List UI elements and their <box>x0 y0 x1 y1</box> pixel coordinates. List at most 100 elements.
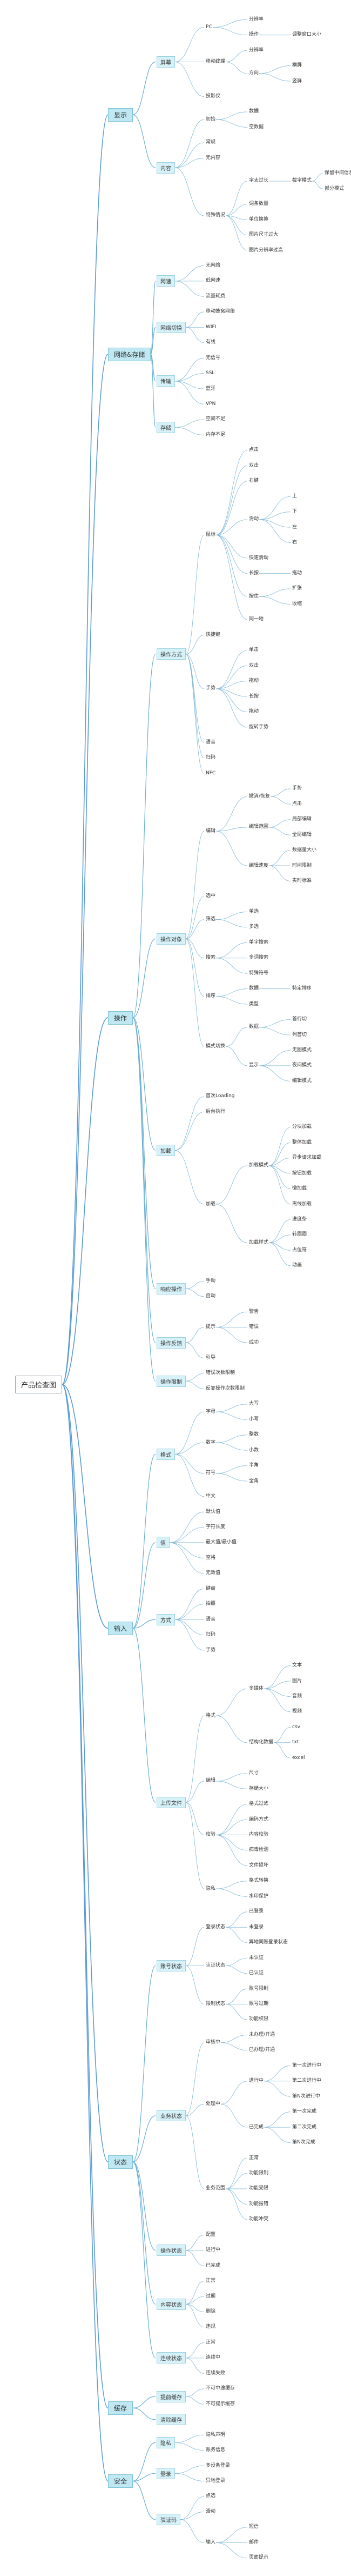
leaf-node-b2-2-2-0-0[interactable]: 分块加载 <box>292 1124 312 1130</box>
leaf-node-b3-2-2[interactable]: 语音 <box>206 1616 216 1622</box>
leaf-node-b3-0-2[interactable]: 符号 <box>206 1470 216 1476</box>
leaf-node-b3-1-4[interactable]: 无效值 <box>206 1570 221 1576</box>
leaf-node-b0-1-0-1[interactable]: 空数据 <box>249 124 264 130</box>
topic-node-b0-1[interactable]: 内容 <box>157 162 175 174</box>
leaf-node-b3-3-0[interactable]: 格式 <box>206 1712 216 1718</box>
leaf-node-b2-1-5-1[interactable]: 显示 <box>249 1063 259 1068</box>
leaf-node-b2-2-2-0-5[interactable]: 离线加载 <box>292 1201 312 1207</box>
leaf-node-b0-1-3-0-0[interactable]: 截字模式 <box>292 178 312 184</box>
leaf-node-b3-3-1-1[interactable]: 存储大小 <box>249 1785 269 1791</box>
leaf-node-b1-0-1[interactable]: 低网速 <box>206 278 221 284</box>
leaf-node-b1-3-0[interactable]: 空间不足 <box>206 416 226 422</box>
leaf-node-b2-0-0-3-3[interactable]: 右 <box>292 540 298 546</box>
leaf-node-b2-4-1[interactable]: 引导 <box>206 1355 216 1361</box>
topic-node-b6-1[interactable]: 登录 <box>157 2467 175 2479</box>
topic-node-b3-0[interactable]: 格式 <box>157 1448 175 1460</box>
branch-node-b5[interactable]: 缓存 <box>108 2401 133 2415</box>
leaf-node-b0-1-3-1[interactable]: 词条数量 <box>249 201 269 207</box>
topic-node-b2-4[interactable]: 操作反馈 <box>157 1337 186 1349</box>
leaf-node-b6-0-0[interactable]: 隐私声明 <box>206 2432 226 2438</box>
leaf-node-b0-1-3-2[interactable]: 单位换算 <box>249 216 269 222</box>
leaf-node-b3-3-0-0-3[interactable]: 视频 <box>292 1709 302 1715</box>
leaf-node-b3-2-4[interactable]: 手势 <box>206 1647 216 1653</box>
branch-node-b6[interactable]: 安全 <box>108 2474 133 2488</box>
branch-node-b4[interactable]: 状态 <box>108 2155 133 2169</box>
leaf-node-b2-1-0-2-0[interactable]: 数据量大小 <box>292 847 317 853</box>
leaf-node-b0-0-1-0[interactable]: 分辨率 <box>249 47 264 53</box>
leaf-node-b4-4-0[interactable]: 正常 <box>206 2339 216 2345</box>
leaf-node-b3-3-0-0[interactable]: 多媒体 <box>249 1685 264 1691</box>
leaf-node-b2-2-2-0[interactable]: 加载模式 <box>249 1163 269 1169</box>
leaf-node-b4-0-0-2[interactable]: 异地同账登录状态 <box>249 1940 288 1946</box>
leaf-node-b3-2-0[interactable]: 键盘 <box>206 1585 216 1591</box>
leaf-node-b2-0-0-5[interactable]: 长按 <box>249 570 259 576</box>
leaf-node-b4-0-1[interactable]: 认证状态 <box>206 1962 226 1968</box>
leaf-node-b2-2-2[interactable]: 加载 <box>206 1201 216 1207</box>
leaf-node-b4-0-2-0[interactable]: 账号限制 <box>249 1986 269 1991</box>
leaf-node-b4-0-0-1[interactable]: 未登录 <box>249 1924 264 1930</box>
leaf-node-b2-1-0-0-1[interactable]: 点击 <box>292 801 302 807</box>
leaf-node-b3-3-3-1[interactable]: 水印保护 <box>249 1893 269 1899</box>
branch-node-b2[interactable]: 操作 <box>108 1011 133 1025</box>
leaf-node-b2-0-2[interactable]: 手势 <box>206 686 216 692</box>
leaf-node-b3-0-3[interactable]: 中文 <box>206 1493 216 1499</box>
leaf-node-b2-4-0[interactable]: 提示 <box>206 1324 216 1330</box>
leaf-node-b3-3-0-0-2[interactable]: 音频 <box>292 1693 302 1699</box>
leaf-node-b2-0-2-5[interactable]: 旋转手势 <box>249 724 269 730</box>
leaf-node-b4-4-2[interactable]: 连续失败 <box>206 2370 226 2376</box>
leaf-node-b4-1-1-0-0[interactable]: 第一次进行中 <box>292 2062 322 2068</box>
leaf-node-b2-0-0-6-0[interactable]: 扩张 <box>292 586 302 592</box>
leaf-node-b3-1-1[interactable]: 字符长度 <box>206 1524 226 1530</box>
leaf-node-b2-1-0-1[interactable]: 编辑范围 <box>249 824 269 830</box>
leaf-node-b6-2-1[interactable]: 滑动 <box>206 2508 216 2514</box>
topic-node-b2-1[interactable]: 操作对象 <box>157 933 186 945</box>
leaf-node-b4-2-0[interactable]: 配置 <box>206 2232 216 2238</box>
branch-node-b3[interactable]: 输入 <box>108 1621 133 1635</box>
leaf-node-b1-0-0[interactable]: 无网络 <box>206 262 221 268</box>
leaf-node-b6-1-1[interactable]: 异地登录 <box>206 2478 226 2484</box>
leaf-node-b2-3-0[interactable]: 手动 <box>206 1278 216 1284</box>
leaf-node-b3-3-3[interactable]: 隐私 <box>206 1885 216 1891</box>
leaf-node-b1-0-2[interactable]: 流量耗费 <box>206 293 226 299</box>
leaf-node-b1-1-1[interactable]: WIFI <box>206 324 217 330</box>
leaf-node-b4-3-2[interactable]: 删除 <box>206 2309 216 2315</box>
leaf-node-b3-3-2-0[interactable]: 格式过滤 <box>249 1801 269 1807</box>
leaf-node-b5-0-0[interactable]: 不可中途缓存 <box>206 2386 235 2392</box>
leaf-node-b2-1-5[interactable]: 模式切换 <box>206 1043 226 1049</box>
leaf-node-b6-2-2-1[interactable]: 邮件 <box>249 2539 259 2545</box>
leaf-node-b2-1-5-1-0[interactable]: 无图模式 <box>292 1047 312 1053</box>
leaf-node-b3-3-2[interactable]: 校验 <box>206 1832 216 1838</box>
leaf-node-b2-2-2-0-3[interactable]: 按钮加载 <box>292 1170 312 1176</box>
topic-node-b4-1[interactable]: 业务状态 <box>157 2110 186 2122</box>
leaf-node-b2-0-0-3-2[interactable]: 左 <box>292 524 298 530</box>
leaf-node-b4-2-2[interactable]: 已完成 <box>206 2262 221 2268</box>
leaf-node-b2-0-0-0[interactable]: 点击 <box>249 447 259 453</box>
leaf-node-b3-1-2[interactable]: 最大值/最小值 <box>206 1539 237 1545</box>
leaf-node-b2-4-0-0[interactable]: 警告 <box>249 1309 259 1314</box>
topic-node-b5-1[interactable]: 清除缓存 <box>157 2414 186 2426</box>
leaf-node-b3-0-0-0[interactable]: 大写 <box>249 1401 259 1407</box>
leaf-node-b1-1-2[interactable]: 有线 <box>206 340 216 346</box>
leaf-node-b3-0-0[interactable]: 字母 <box>206 1409 216 1415</box>
topic-node-b1-3[interactable]: 存储 <box>157 421 175 433</box>
leaf-node-b2-1-5-1-1[interactable]: 夜间模式 <box>292 1063 312 1068</box>
leaf-node-b4-1-1-0[interactable]: 进行中 <box>249 2078 264 2084</box>
leaf-node-b2-1-5-1-2[interactable]: 编辑模式 <box>292 1078 312 1084</box>
leaf-node-b3-3-1[interactable]: 编辑 <box>206 1778 216 1784</box>
leaf-node-b3-3-0-0-0[interactable]: 文本 <box>292 1663 302 1669</box>
topic-node-b1-0[interactable]: 网速 <box>157 275 175 287</box>
topic-node-b2-3[interactable]: 响应操作 <box>157 1283 186 1294</box>
leaf-node-b3-0-1-0[interactable]: 整数 <box>249 1432 259 1438</box>
leaf-node-b0-0-0[interactable]: PC <box>206 24 212 30</box>
leaf-node-b2-1-0-2[interactable]: 编辑速度 <box>249 862 269 868</box>
leaf-node-b4-0-1-0[interactable]: 未认证 <box>249 1955 264 1961</box>
leaf-node-b4-1-0-0[interactable]: 未办理/开通 <box>249 2031 275 2037</box>
leaf-node-b0-1-3-4[interactable]: 图片分辨率过高 <box>249 247 284 253</box>
leaf-node-b4-1-1[interactable]: 处理中 <box>206 2101 221 2107</box>
leaf-node-b1-1-0[interactable]: 移动蜂窝网络 <box>206 309 235 315</box>
leaf-node-b6-2-2[interactable]: 输入 <box>206 2539 216 2545</box>
leaf-node-b2-0-0-4[interactable]: 快速滑动 <box>249 555 269 561</box>
leaf-node-b2-3-1[interactable]: 自动 <box>206 1293 216 1299</box>
leaf-node-b3-3-2-3[interactable]: 病毒检测 <box>249 1847 269 1853</box>
leaf-node-b4-1-1-0-1[interactable]: 第二次进行中 <box>292 2078 322 2084</box>
